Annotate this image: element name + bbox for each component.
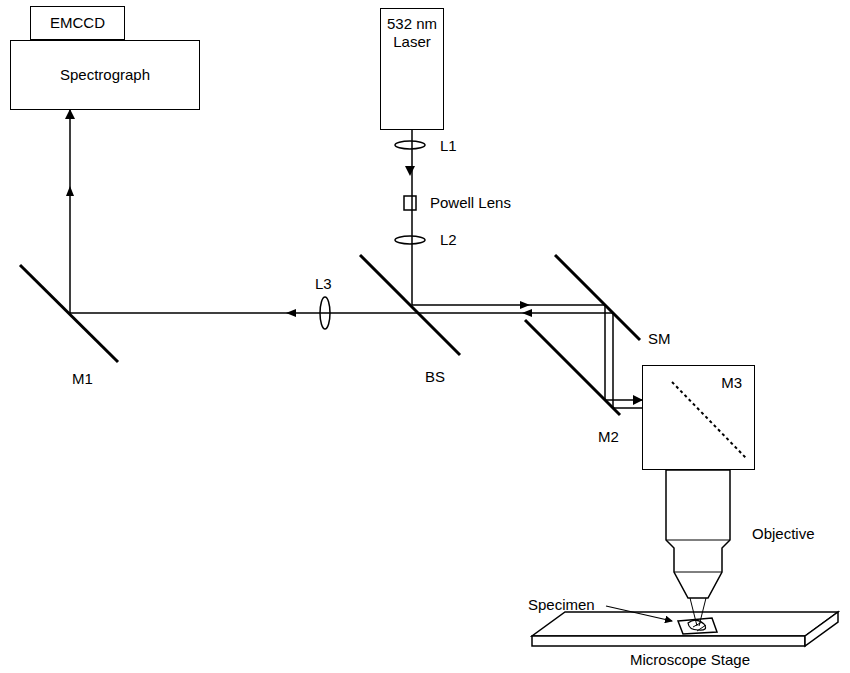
camera-box: EMCCD	[30, 6, 125, 40]
box-text: 532 nm Laser	[385, 15, 439, 51]
pointer-arrow	[606, 606, 672, 621]
mirror-m3	[672, 382, 746, 458]
laser-box: 532 nm Laser	[380, 8, 444, 130]
specimen-label: Specimen	[528, 596, 595, 614]
lens-label: L3	[315, 275, 332, 293]
objective-ring	[674, 572, 722, 573]
mirror-label: BS	[425, 368, 445, 386]
box-text: EMCCD	[50, 14, 105, 32]
mirror-box: M3	[642, 365, 755, 470]
mirror-label: M2	[598, 428, 619, 446]
powell-lens	[404, 196, 416, 210]
laser-beam	[412, 130, 642, 400]
direction-arrow	[405, 166, 415, 176]
stage-side	[805, 612, 838, 646]
objective-lens	[666, 470, 730, 598]
box-text: M3	[721, 374, 742, 392]
specimen-slide	[678, 618, 717, 634]
objective-label: Objective	[752, 525, 815, 543]
focus-cone	[699, 598, 706, 626]
lens-label: L1	[440, 137, 457, 155]
focus-cone	[690, 598, 697, 626]
stage-front	[532, 636, 805, 646]
objective-ring	[666, 540, 730, 541]
spectrograph-box: Spectrograph	[10, 40, 200, 110]
laser-beam	[70, 110, 642, 408]
lens-label: L2	[440, 231, 457, 249]
lens-label: Powell Lens	[430, 194, 511, 212]
scanning-mirror	[555, 255, 640, 340]
stage-label: Microscope Stage	[630, 651, 750, 669]
lens-l1	[395, 141, 425, 149]
box-text: Spectrograph	[60, 66, 150, 84]
lens-l2	[395, 236, 425, 244]
mirror-label: SM	[648, 330, 671, 348]
mirror-label: M1	[72, 370, 93, 388]
stage-top	[532, 612, 838, 636]
